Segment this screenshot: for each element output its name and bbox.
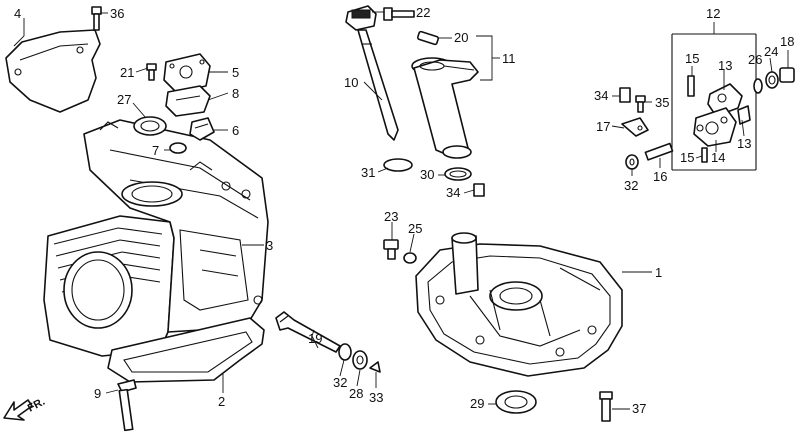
callout-12: 12 bbox=[706, 6, 720, 21]
callout-29: 29 bbox=[470, 396, 484, 411]
bolt-35 bbox=[635, 95, 646, 113]
callout-33: 33 bbox=[369, 390, 383, 405]
callout-28: 28 bbox=[349, 386, 363, 401]
callout-13-bottom: 13 bbox=[737, 136, 751, 151]
callout-34-center: 34 bbox=[446, 185, 460, 200]
o-ring-31 bbox=[383, 158, 413, 172]
o-ring-30 bbox=[444, 167, 472, 181]
bolt-21 bbox=[146, 63, 157, 81]
callout-23: 23 bbox=[384, 209, 398, 224]
governor-shaft-19 bbox=[275, 311, 341, 353]
callout-5: 5 bbox=[232, 65, 239, 80]
leader-lines bbox=[13, 11, 789, 410]
callout-35: 35 bbox=[655, 95, 669, 110]
collar-28 bbox=[352, 350, 368, 370]
washer-32-right bbox=[625, 154, 639, 170]
cap-34-center bbox=[473, 183, 485, 197]
holder-18 bbox=[779, 67, 795, 83]
front-direction-arrow: FR. bbox=[3, 396, 47, 421]
callout-7: 7 bbox=[152, 143, 159, 158]
stud-9 bbox=[117, 379, 137, 432]
direction-label: FR. bbox=[26, 396, 47, 415]
oil-seal-29 bbox=[495, 390, 537, 414]
callout-3: 3 bbox=[266, 238, 273, 253]
pin-33 bbox=[369, 361, 381, 373]
washer-32-center bbox=[338, 343, 352, 361]
callout-10: 10 bbox=[344, 75, 358, 90]
oil-seal-27 bbox=[133, 116, 167, 136]
callout-8: 8 bbox=[232, 86, 239, 101]
callout-18: 18 bbox=[780, 34, 794, 49]
callout-9: 9 bbox=[94, 386, 101, 401]
callout-20: 20 bbox=[454, 30, 468, 45]
top-cover-plate bbox=[5, 29, 101, 113]
callout-15-bottom: 15 bbox=[680, 150, 694, 165]
callout-19: 19 bbox=[308, 331, 322, 346]
callout-1: 1 bbox=[655, 265, 662, 280]
bolt-23 bbox=[383, 239, 399, 260]
callout-11: 11 bbox=[502, 51, 516, 66]
crankcase-cover bbox=[415, 232, 623, 377]
cylinder-block bbox=[43, 119, 269, 357]
callout-labels: 4 36 21 5 8 27 6 7 3 2 9 22 22 20 11 10 … bbox=[14, 5, 794, 416]
bolt-36 bbox=[91, 6, 102, 31]
washer-25 bbox=[403, 252, 417, 264]
callout-36: 36 bbox=[110, 6, 124, 21]
callout-34-right: 34 bbox=[594, 88, 608, 103]
dipstick-10 bbox=[345, 5, 399, 141]
callout-24: 24 bbox=[764, 44, 778, 59]
pin-20 bbox=[416, 30, 440, 46]
shaft-16 bbox=[644, 142, 674, 161]
plate-6 bbox=[189, 117, 215, 141]
bolt-22 bbox=[383, 7, 415, 21]
callout-25: 25 bbox=[408, 221, 422, 236]
callout-17: 17 bbox=[596, 119, 610, 134]
callout-37: 37 bbox=[632, 401, 646, 416]
callout-32-right: 32 bbox=[624, 178, 638, 193]
cover-5 bbox=[163, 53, 211, 93]
bolt-37 bbox=[599, 391, 613, 422]
callout-27: 27 bbox=[117, 92, 131, 107]
oil-filler-tube bbox=[411, 57, 479, 159]
bracket-8 bbox=[165, 85, 211, 117]
callout-6: 6 bbox=[232, 123, 239, 138]
callout-21: 21 bbox=[120, 65, 134, 80]
spacer-34-right bbox=[619, 87, 631, 103]
washer-24 bbox=[765, 71, 779, 89]
dowel-7 bbox=[169, 142, 187, 154]
callout-30: 30 bbox=[420, 167, 434, 182]
clip-17 bbox=[621, 117, 649, 137]
callout-4: 4 bbox=[14, 6, 21, 21]
callout-2: 2 bbox=[218, 394, 225, 409]
gasket bbox=[107, 317, 265, 383]
callout-15-top: 15 bbox=[685, 51, 699, 66]
callout-22: 22 bbox=[416, 5, 430, 20]
washer-26 bbox=[753, 78, 763, 94]
callout-32-center: 32 bbox=[333, 375, 347, 390]
governor-assembly bbox=[671, 33, 757, 171]
callout-26: 26 bbox=[748, 52, 762, 67]
callout-31: 31 bbox=[361, 165, 375, 180]
callout-16: 16 bbox=[653, 169, 667, 184]
callout-13-top: 13 bbox=[718, 58, 732, 73]
callout-14: 14 bbox=[711, 150, 725, 165]
